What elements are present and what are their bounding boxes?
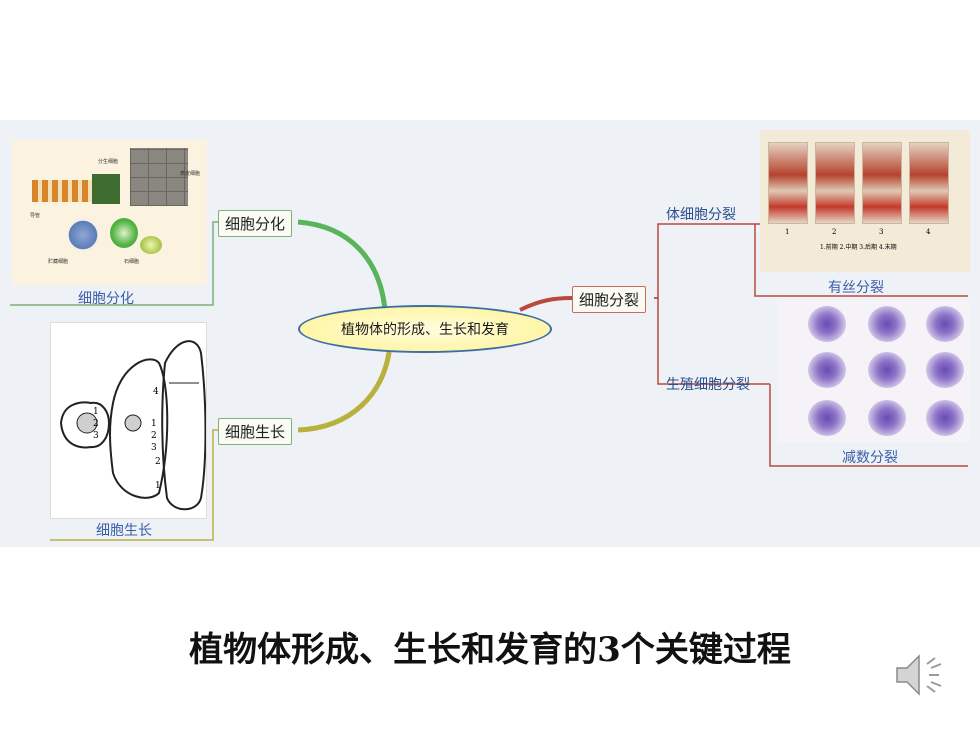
node-growth-label: 细胞生长 xyxy=(225,423,286,441)
meiosis-cell-5 xyxy=(868,352,906,388)
mitosis-legend: 1.前期 2.中期 3.后期 4.末期 xyxy=(820,244,897,251)
meiosis-cell-2 xyxy=(868,306,906,342)
node-differentiation-label: 细胞分化 xyxy=(225,215,286,233)
mitosis-step-4: 4 xyxy=(926,228,931,236)
meiosis-caption: 减数分裂 xyxy=(842,450,898,466)
mitosis-step-3: 3 xyxy=(879,228,884,236)
diff-label-meristem: 分生细胞 xyxy=(98,159,119,165)
storage-cell-shape xyxy=(67,218,99,252)
node-division-label: 细胞分裂 xyxy=(579,291,640,309)
node-germ-division[interactable]: 生殖细胞分裂 xyxy=(666,377,750,393)
meiosis-cell-1 xyxy=(808,306,846,342)
growth-num-5: 1 xyxy=(151,419,157,429)
epidermis-cells-shape xyxy=(130,148,188,206)
mitosis-step-1: 1 xyxy=(785,228,790,236)
meiosis-cell-4 xyxy=(808,352,846,388)
growth-num-9: 2 xyxy=(155,457,161,467)
node-growth[interactable]: 细胞生长 xyxy=(218,418,293,445)
growth-caption: 细胞生长 xyxy=(96,523,152,539)
vessel-cells-shape xyxy=(32,180,92,202)
growth-num-3: 3 xyxy=(93,431,99,441)
growth-num-6: 2 xyxy=(151,431,157,441)
growth-num-2: 2 xyxy=(93,419,99,429)
mitosis-caption: 有丝分裂 xyxy=(828,280,884,296)
meiosis-cell-6 xyxy=(926,352,964,388)
mitosis-cell-2 xyxy=(815,142,855,224)
meiosis-cell-7 xyxy=(808,400,846,436)
meiosis-cell-3 xyxy=(926,306,964,342)
meiosis-figure xyxy=(778,300,970,442)
mitosis-cell-1 xyxy=(768,142,808,224)
meiosis-cell-9 xyxy=(926,400,964,436)
growth-num-7: 3 xyxy=(151,443,157,453)
diff-label-epidermis: 表皮细胞 xyxy=(180,171,201,177)
meiosis-cell-8 xyxy=(868,400,906,436)
growth-num-1: 1 xyxy=(93,407,99,417)
diff-label-stone: 石细胞 xyxy=(124,259,140,265)
diff-label-vessel: 导管 xyxy=(30,213,41,219)
root-label: 植物体的形成、生长和发育 xyxy=(341,322,509,338)
node-differentiation[interactable]: 细胞分化 xyxy=(218,210,293,237)
slide-title: 植物体形成、生长和发育的3个关键过程 xyxy=(189,630,791,670)
stone-cell-shape-1 xyxy=(110,218,138,248)
growth-num-4: 4 xyxy=(153,387,159,397)
diff-label-storage: 贮藏细胞 xyxy=(48,259,69,265)
growth-cells-drawing xyxy=(59,340,207,511)
differentiation-caption: 细胞分化 xyxy=(78,291,134,307)
node-somatic-division[interactable]: 体细胞分裂 xyxy=(666,207,736,223)
mitosis-figure: 1 2 3 4 1.前期 2.中期 3.后期 4.末期 xyxy=(760,130,970,272)
node-division[interactable]: 细胞分裂 xyxy=(572,286,647,313)
mitosis-cell-3 xyxy=(862,142,902,224)
speaker-icon[interactable] xyxy=(893,650,953,700)
root-node[interactable]: 植物体的形成、生长和发育 xyxy=(298,305,552,353)
growth-figure: 1 2 3 4 1 2 3 3 2 1 xyxy=(50,322,207,519)
growth-num-10: 1 xyxy=(155,481,161,491)
differentiation-figure: 分生细胞 表皮细胞 导管 贮藏细胞 石细胞 xyxy=(12,140,207,285)
mitosis-step-2: 2 xyxy=(832,228,837,236)
meristem-cells-shape xyxy=(92,174,120,204)
mitosis-cell-4 xyxy=(909,142,949,224)
stone-cell-shape-2 xyxy=(140,236,162,254)
